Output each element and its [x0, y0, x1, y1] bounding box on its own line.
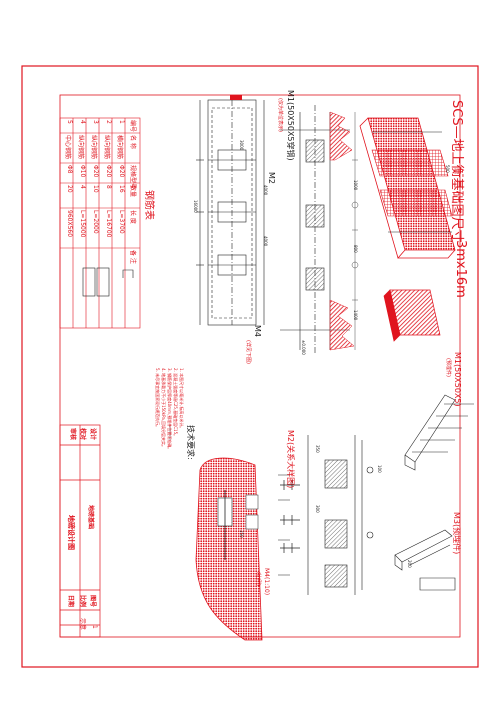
m2-label: M2	[267, 172, 276, 184]
title-block	[59, 424, 101, 638]
rebar-table-cell: 中心钢筋	[64, 135, 71, 160]
m3-detail-drawing	[394, 529, 456, 591]
tb-date-label: 日期	[67, 595, 74, 608]
m3-detail-label: M3(预埋件)	[452, 512, 461, 555]
tb-scale-label: 比例	[79, 595, 86, 608]
dim-sub3: 1400	[353, 310, 358, 321]
tb-drawing-no: 1	[91, 625, 98, 629]
m1-detail-label: M1(50X50X5)	[453, 352, 462, 407]
tech-notes-title: 技术要求:	[186, 425, 195, 460]
rebar-table-header: 编号	[129, 120, 136, 133]
tech-note: 4. 地基承载力不小于150kPa,回填分层夹实。	[161, 368, 166, 449]
tech-note: 2. 混凝土强度等级C25,基础垫层C15。	[173, 368, 178, 439]
m4-sublabel: (详见下图)	[245, 340, 251, 364]
tb-review-label: 审核	[69, 428, 76, 441]
rebar-table-cell: 纵向钢筋	[90, 135, 97, 160]
dim-elev: ±0.000	[301, 340, 306, 355]
m4-detail-sublabel: (比例)	[255, 572, 261, 586]
rebar-table-cell: 8	[105, 185, 112, 189]
dim-d5: 150	[239, 530, 244, 538]
dim-plan-total: 16000	[193, 200, 198, 213]
rebar-table-cell: Φ20	[92, 165, 99, 178]
rebar-table-cell: L=2000	[92, 210, 99, 234]
tech-note: 3. 钢筋保护层厚度40mm,预埋件位置须准确。	[167, 368, 172, 452]
rebar-table-header: 名 称	[129, 135, 136, 149]
plan-view	[196, 99, 265, 326]
rebar-table-cell: L=15000	[79, 210, 86, 238]
rebar-table-cell: 10	[92, 185, 99, 193]
tb-drawing-name: 地磅设计图	[67, 515, 75, 550]
rebar-table-cell: 1	[118, 120, 125, 124]
rebar-table-cell: Φ8	[66, 165, 73, 174]
m1-plan-label: M1(50X50X5穿钢)	[286, 90, 295, 161]
dim-width: 3000	[239, 140, 244, 151]
rebar-table-cell: 960X560	[66, 210, 73, 238]
dim-seg-2: 4000	[263, 236, 268, 247]
m2-detail-label: M2(关系大样图)	[286, 430, 295, 489]
m1-plan-sublabel: (仅为单位表示)	[277, 98, 283, 132]
m1-detail-drawing	[404, 394, 474, 471]
rebar-table-cell: L=16700	[105, 210, 112, 238]
rebar-table-cell: Φ20	[118, 165, 125, 178]
pile-section	[195, 457, 263, 641]
tb-design-label: 设计	[89, 428, 96, 441]
tb-company: 地磅基础	[87, 505, 94, 530]
rebar-table-header: 数量	[129, 185, 136, 198]
dim-d2: 300	[315, 505, 320, 513]
rebar-table-cell: 横向钢筋	[116, 135, 123, 160]
rebar-table-cell: 纵向钢筋	[103, 135, 110, 160]
rebar-table-cell: L=3700	[118, 210, 125, 234]
m2-detail-drawing	[278, 435, 374, 595]
rebar-shape-legend	[82, 267, 134, 297]
dim-d4: 200	[407, 560, 412, 568]
section-terrain	[329, 111, 355, 351]
rebar-table-cell: Φ20	[105, 165, 112, 178]
dim-sub1: 1000	[353, 180, 358, 191]
tech-note: 1. 本图尺寸以毫米计,标高以米计。	[179, 368, 184, 431]
rebar-table-header: 长 度	[129, 210, 136, 224]
dim-d1: 350	[315, 445, 320, 453]
rebar-table-grid	[59, 117, 141, 329]
rebar-table-cell: 4	[79, 120, 86, 124]
m1-detail-sublabel: (预埋件)	[445, 358, 451, 377]
section-view	[280, 105, 350, 355]
dim-sub4: 500	[445, 165, 450, 173]
m4-detail-label: M4(1:10)	[263, 568, 270, 596]
dim-seg-1: 4000	[263, 185, 268, 196]
isometric-bolt	[383, 289, 441, 342]
rebar-table-cell: 纵向钢筋	[77, 135, 84, 160]
section-dims	[351, 112, 359, 350]
rebar-table-header: 备 注	[129, 250, 136, 264]
dim-d3: 100	[377, 465, 382, 473]
dim-sub2: 800	[353, 245, 358, 253]
tb-drawing-no-label: 图号	[89, 595, 96, 608]
tech-note: 5. 未尽事宜按国家现行规范执行。	[155, 368, 160, 430]
rebar-table-cell: 20	[66, 185, 73, 193]
page-title: SCS—地上衡基础图尺寸	[449, 100, 464, 243]
tb-scale: 示意	[79, 618, 86, 631]
rebar-table-cell: Φ10	[79, 165, 86, 178]
rebar-table-cell: 5	[66, 120, 73, 124]
outer-border	[21, 65, 479, 668]
m2-rebars	[280, 480, 300, 553]
page-title-size: 3mx16m	[453, 240, 468, 298]
rebar-table-cell: 3	[92, 120, 99, 124]
plan-top-mark	[230, 95, 242, 100]
rebar-table-cell: 4	[79, 185, 86, 189]
rebar-table-cell: 16	[118, 185, 125, 193]
rebar-table-cell: 2	[105, 120, 112, 124]
rebar-table-title: 钢筋表	[143, 190, 154, 220]
tb-check-label: 校对	[79, 428, 86, 441]
m4-label: M4	[253, 325, 262, 337]
isometric-model	[359, 117, 456, 259]
